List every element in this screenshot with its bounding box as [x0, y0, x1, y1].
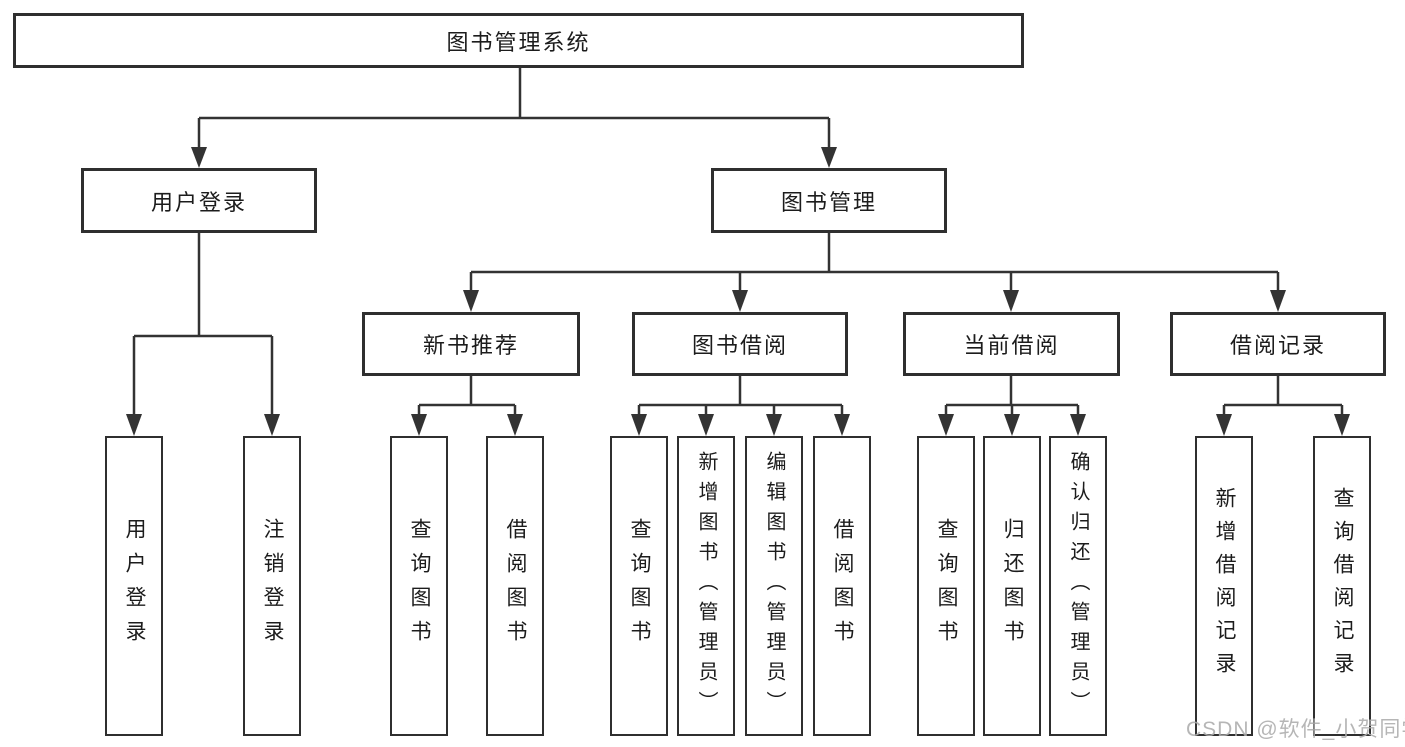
- leaf-query-books-borrow: 查询图书: [610, 436, 668, 736]
- connector-new-book-recommend-to-leaves: [411, 376, 523, 436]
- leaf-user-login: 用户登录: [105, 436, 163, 736]
- node-root-system: 图书管理系统: [13, 13, 1024, 68]
- leaf-edit-books-admin: 编辑图书（管理员）: [745, 436, 803, 736]
- connector-book-borrow-to-leaves: [631, 376, 850, 436]
- connector-current-borrow-to-leaves: [938, 376, 1086, 436]
- leaf-add-books-admin: 新增图书（管理员）: [677, 436, 735, 736]
- connector-user-login-to-leaves: [126, 233, 280, 436]
- leaf-confirm-return-admin: 确认归还（管理员）: [1049, 436, 1107, 736]
- leaf-logout: 注销登录: [243, 436, 301, 736]
- connector-root-to-level2: [191, 68, 837, 168]
- node-user-login-group: 用户登录: [81, 168, 317, 233]
- leaf-query-books-recommend: 查询图书: [390, 436, 448, 736]
- leaf-borrow-books-borrow: 借阅图书: [813, 436, 871, 736]
- node-new-book-recommend: 新书推荐: [362, 312, 580, 376]
- node-book-borrow: 图书借阅: [632, 312, 848, 376]
- connector-borrow-records-to-leaves: [1216, 376, 1350, 436]
- leaf-query-borrow-record: 查询借阅记录: [1313, 436, 1371, 736]
- leaf-return-books: 归还图书: [983, 436, 1041, 736]
- node-book-management: 图书管理: [711, 168, 947, 233]
- watermark: CSDN @软件_小贺同学: [1186, 718, 1405, 741]
- node-borrow-records: 借阅记录: [1170, 312, 1386, 376]
- leaf-borrow-books-recommend: 借阅图书: [486, 436, 544, 736]
- leaf-add-borrow-record: 新增借阅记录: [1195, 436, 1253, 736]
- leaf-query-books-current: 查询图书: [917, 436, 975, 736]
- node-current-borrow: 当前借阅: [903, 312, 1120, 376]
- connector-book-management-to-level3: [463, 233, 1286, 312]
